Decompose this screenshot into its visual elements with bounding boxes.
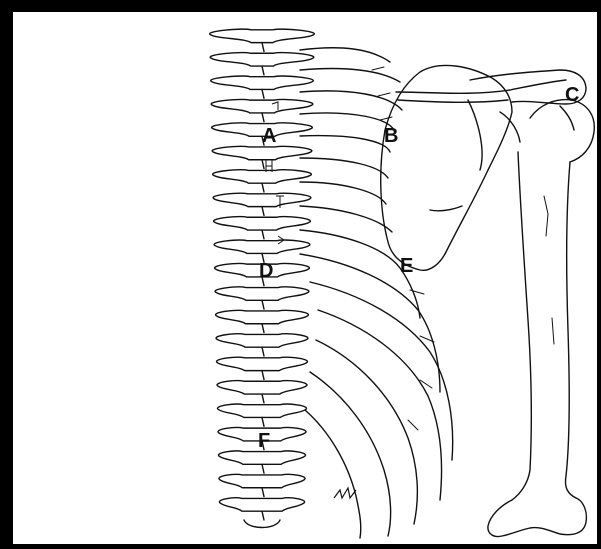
label-b: B bbox=[384, 125, 398, 147]
label-e: E bbox=[400, 255, 413, 277]
label-f: F bbox=[258, 430, 270, 452]
label-c: C bbox=[565, 84, 579, 106]
label-d: D bbox=[259, 260, 273, 282]
label-a: A bbox=[262, 125, 276, 147]
